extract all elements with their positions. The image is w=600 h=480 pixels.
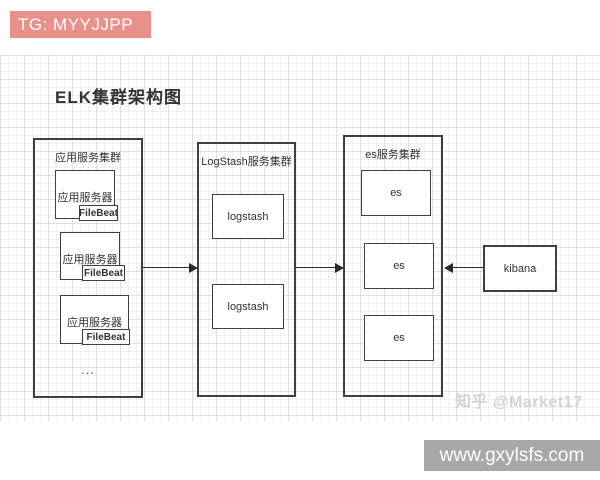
app-server-2-label: 应用服务器 [62,254,118,266]
tg-promo-banner: TG: MYYJJPP [10,11,151,38]
filebeat-node-1: FileBeat [79,205,118,221]
app-server-cluster-box: 应用服务集群 应用服务器 FileBeat 应用服务器 FileBeat 应用服… [33,138,143,398]
logstash-node-2: logstash [212,284,284,329]
arrow-line [453,267,483,268]
website-banner: www.gxylsfs.com [424,440,600,471]
es-cluster-box: es服务集群 es es es [343,135,443,397]
es-node-2: es [364,243,434,289]
logstash-cluster-box: LogStash服务集群 logstash logstash [197,142,296,397]
app-server-1-label: 应用服务器 [57,192,113,204]
filebeat-node-3: FileBeat [82,329,130,345]
arrowhead-left-icon [444,262,453,273]
kibana-node: kibana [483,245,557,292]
arrow-line [143,267,189,268]
es-node-3: es [364,315,434,361]
app-cluster-label: 应用服务集群 [55,152,121,164]
logstash-cluster-label: LogStash服务集群 [201,156,292,168]
logstash-node-1: logstash [212,194,284,239]
zhihu-watermark: 知乎 @Market17 [455,394,583,411]
more-servers-ellipsis: ... [81,362,95,377]
arrowhead-right-icon [189,262,198,273]
app-server-3-label: 应用服务器 [67,317,122,329]
filebeat-node-2: FileBeat [82,265,125,281]
arrow-line [296,267,335,268]
es-node-1: es [361,170,431,216]
es-cluster-label: es服务集群 [365,149,421,161]
diagram-title: ELK集群架构图 [55,88,182,107]
arrowhead-right-icon [335,262,344,273]
